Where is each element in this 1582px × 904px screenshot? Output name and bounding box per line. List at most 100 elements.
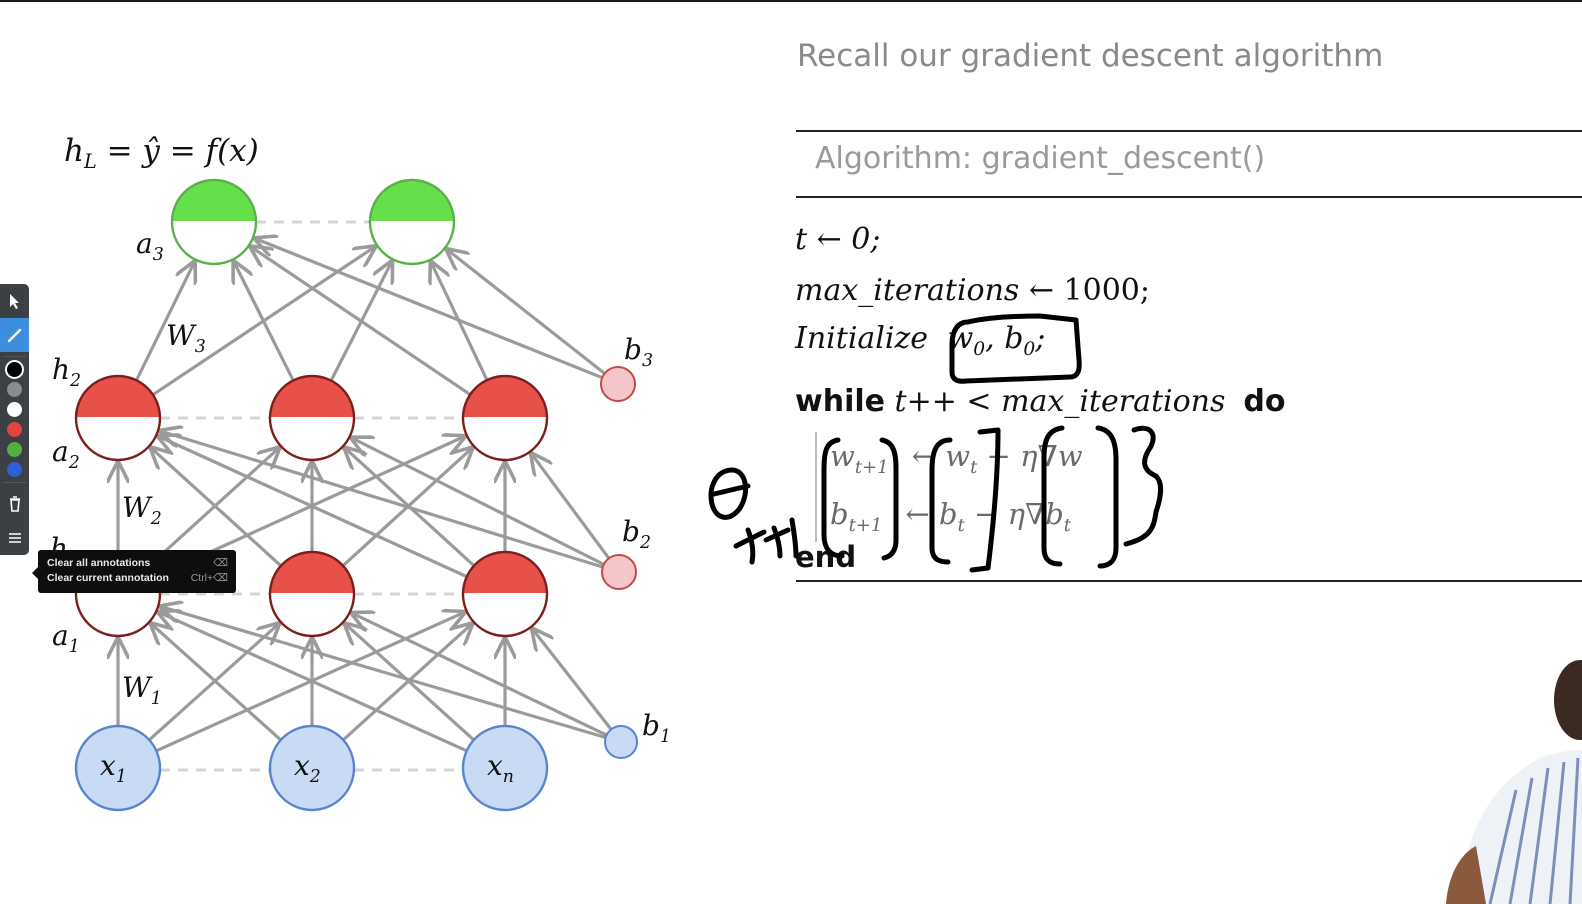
label-a1: a1 — [52, 619, 80, 657]
weight-edge — [251, 247, 472, 396]
node-outline — [461, 550, 549, 638]
color-swatches — [0, 362, 29, 477]
annotation-toolbar — [0, 284, 29, 555]
weight-edge — [151, 448, 282, 567]
node-top-half — [270, 376, 354, 418]
node-outline — [74, 374, 162, 462]
weight-edge — [532, 454, 611, 560]
algo-line-update-w: wt+1 ← wt − η∇w — [830, 439, 1083, 478]
node-top-half — [370, 180, 454, 222]
node-top-half — [270, 552, 354, 594]
node-outline — [268, 550, 356, 638]
ink-box-w0-b0 — [949, 313, 1082, 384]
top-border — [0, 0, 1582, 2]
network-edges — [118, 239, 613, 753]
bias-node-b3 — [600, 366, 636, 402]
pen-tool-button[interactable] — [0, 318, 29, 352]
label-W3: W3 — [166, 319, 206, 357]
cursor-tool-button[interactable] — [0, 284, 29, 318]
color-swatch[interactable] — [7, 382, 22, 397]
ink-bracket-1-left — [821, 437, 845, 559]
weight-edge — [135, 262, 194, 381]
pen-icon — [7, 328, 21, 343]
bias-node-b1 — [604, 725, 638, 759]
label-a2: a2 — [52, 435, 80, 473]
weight-edge — [352, 438, 605, 566]
weight-edge — [159, 612, 468, 753]
weight-edge — [161, 431, 604, 569]
label-xn: xn — [487, 749, 514, 787]
weight-edge — [345, 624, 475, 742]
input-neuron — [461, 724, 549, 812]
tooltip-clear-all[interactable]: Clear all annotations⌫ — [47, 557, 228, 569]
node-outline — [461, 374, 549, 462]
color-swatch[interactable] — [7, 422, 22, 437]
algo-top-rule — [796, 130, 1582, 132]
ink-theta — [708, 467, 751, 520]
hidden-neuron-layer1 — [268, 550, 356, 638]
node-top-half — [463, 552, 547, 594]
node-outline — [170, 178, 258, 266]
ink-bracket-1-right — [879, 437, 899, 561]
presenter-video — [1420, 640, 1582, 904]
weight-edge — [161, 607, 607, 740]
color-swatch[interactable] — [7, 462, 22, 477]
label-b2: b2 — [622, 515, 651, 553]
label-a3: a3 — [136, 227, 164, 265]
node-top-half — [463, 376, 547, 418]
node-top-half — [76, 376, 160, 418]
hidden-neuron-layer2 — [461, 374, 549, 462]
node-top-half — [172, 180, 256, 222]
weight-edge — [447, 250, 606, 375]
algo-line-init-t: t ← 0; — [795, 222, 881, 257]
node-outline — [268, 374, 356, 462]
algo-header-rule — [796, 196, 1582, 198]
loop-body-bar — [815, 432, 817, 542]
hidden-neuron-layer2 — [268, 374, 356, 462]
weight-edge — [533, 629, 613, 731]
weight-edge — [256, 239, 603, 380]
layer-dashes — [160, 220, 463, 772]
weight-edge — [234, 262, 295, 382]
label-W2: W2 — [122, 491, 162, 529]
input-neuron — [74, 724, 162, 812]
ink-subscript-t-plus-1 — [733, 517, 799, 565]
algo-bottom-rule — [796, 580, 1582, 582]
toolbar-separator — [3, 482, 26, 483]
ink-bracket-3-left — [1041, 425, 1065, 567]
output-neuron — [170, 178, 258, 266]
hidden-neuron-layer2 — [74, 374, 162, 462]
trash-icon — [9, 496, 20, 512]
presenter-silhouette — [1446, 660, 1582, 904]
ink-bracket-3-right — [1095, 425, 1119, 569]
label-h2: h2 — [52, 353, 82, 391]
input-neuron — [268, 724, 356, 812]
clear-annotation-tooltip: Clear all annotations⌫ Clear current ann… — [32, 550, 236, 593]
output-equation: hL = ŷ = f(x) — [64, 133, 259, 173]
menu-button[interactable] — [0, 521, 29, 555]
toolbar-separator — [3, 356, 26, 357]
hidden-neuron-layer1 — [461, 550, 549, 638]
bias-node-b2 — [601, 554, 637, 590]
label-b1: b1 — [642, 709, 671, 747]
node-outline — [368, 178, 456, 266]
slide-title: Recall our gradient descent algorithm — [797, 38, 1384, 74]
color-swatch[interactable] — [7, 442, 22, 457]
weight-edge — [151, 624, 282, 742]
color-swatch[interactable] — [7, 362, 22, 377]
weight-edge — [353, 613, 608, 737]
label-x2: x2 — [294, 749, 321, 787]
clear-annotations-button[interactable] — [0, 487, 29, 521]
menu-icon — [8, 533, 21, 543]
algo-line-max-iterations: max_iterations ← 1000; — [795, 273, 1150, 308]
label-b3: b3 — [624, 333, 653, 371]
color-swatch[interactable] — [7, 402, 22, 417]
ink-bracket-2-left — [929, 437, 953, 565]
weight-edge — [159, 437, 468, 579]
ink-curly-brace — [1123, 425, 1164, 547]
algo-line-initialize: Initialize w0, b0; — [795, 321, 1046, 360]
label-W1: W1 — [122, 671, 162, 709]
